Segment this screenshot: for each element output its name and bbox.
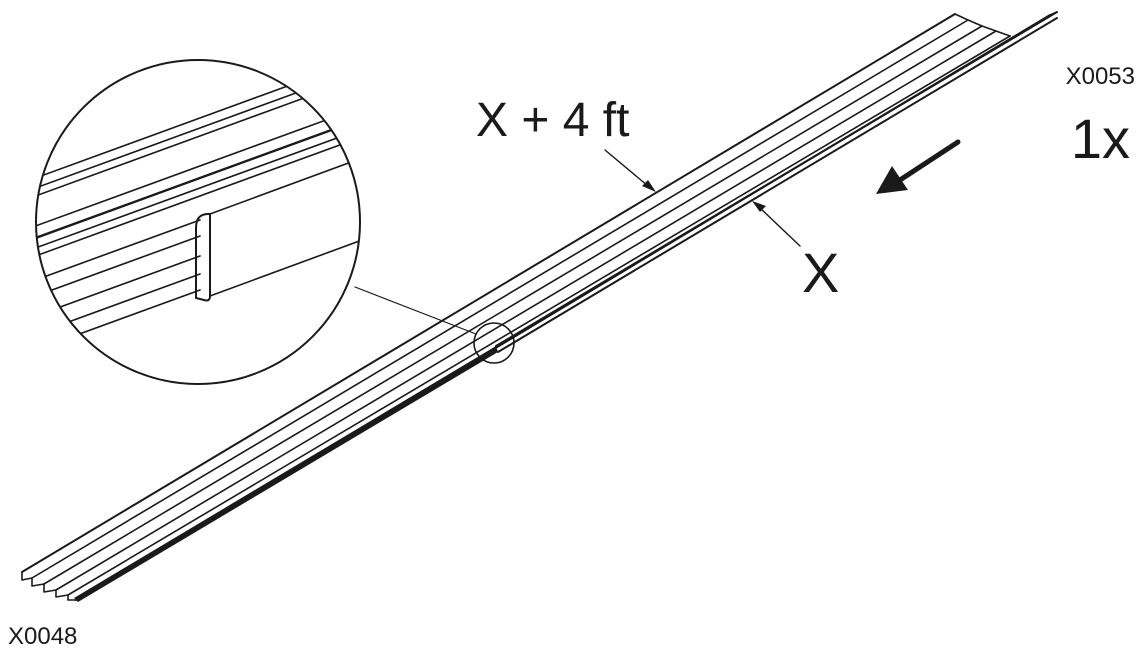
long-rail-dimension-label: X + 4 ft	[476, 94, 629, 147]
part-code-top: X0053	[1066, 63, 1135, 90]
magnified-detail-view	[35, 59, 361, 385]
part-code-bottom: X0048	[8, 623, 77, 650]
long-rail-leader-arrow	[604, 149, 656, 192]
detail-marker-circle	[473, 322, 515, 364]
quantity-label: 1x	[1071, 107, 1130, 170]
rail-shadow	[74, 346, 498, 602]
arrow-down-left-icon	[876, 139, 961, 194]
short-rail-leader-arrow	[752, 201, 801, 247]
rail-assembly	[21, 11, 1058, 602]
short-rail-dimension-label: X	[802, 241, 839, 304]
detail-leader-line	[354, 286, 477, 335]
